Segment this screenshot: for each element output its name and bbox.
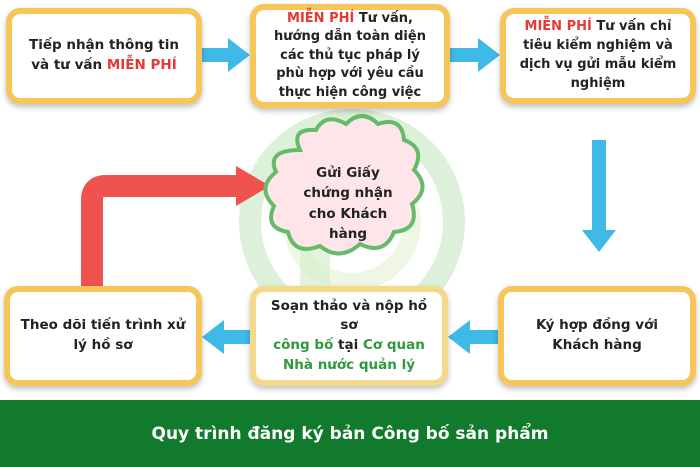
node-submit-highlight-a: công bố — [273, 337, 334, 353]
node-submit-line2-mid: tại — [333, 337, 363, 353]
node-certificate-line3: cho Khách hàng — [308, 205, 388, 242]
node-track-line2: lý hồ sơ — [73, 337, 133, 353]
node-guide-text: Tư vấn, hướng dẫn toàn diện các thủ tục … — [274, 10, 426, 100]
arrows-layer — [81, 38, 616, 354]
footer-banner: Quy trình đăng ký bản Công bố sản phẩm — [0, 400, 700, 467]
node-guide-highlight: MIỄN PHÍ — [287, 10, 355, 26]
node-certificate-cloud-icon — [263, 114, 425, 256]
node-contract-line1: Ký hợp đồng với — [536, 317, 658, 334]
node-receive: Tiếp nhận thông tin và tư vấn MIỄN PHÍ — [6, 8, 202, 104]
arrow-contract-to-submit — [448, 320, 498, 354]
arrow-track-to-certificate — [81, 166, 270, 290]
node-track: Theo dõi tiến trình xử lý hồ sơ — [4, 286, 202, 386]
node-submit-highlight-b: Cơ quan — [362, 337, 425, 353]
arrow-submit-to-track — [202, 320, 250, 354]
node-testing: MIỄN PHÍ Tư vấn chỉ tiêu kiểm nghiệm và … — [500, 8, 696, 104]
node-receive-line2: và tư vấn — [31, 57, 107, 73]
node-testing-highlight: MIỄN PHÍ — [524, 19, 592, 35]
node-contract: Ký hợp đồng với Khách hàng — [498, 286, 696, 386]
node-receive-line1: Tiếp nhận thông tin — [28, 37, 179, 54]
arrow-testing-to-contract — [582, 140, 616, 252]
node-receive-highlight: MIỄN PHÍ — [106, 57, 177, 73]
node-certificate-line2: chứng nhận — [303, 185, 393, 202]
node-submit-line1: Soạn thảo và nộp hồ sơ — [270, 297, 428, 334]
node-certificate: Gửi Giấy chứng nhận cho Khách hàng — [288, 163, 408, 244]
arrow-receive-to-guide — [202, 38, 250, 72]
node-testing-text: Tư vấn chỉ tiêu kiểm nghiệm và dịch vụ g… — [519, 19, 677, 91]
node-submit: Soạn thảo và nộp hồ sơ công bố tại Cơ qu… — [250, 286, 448, 386]
footer-title: Quy trình đăng ký bản Công bố sản phẩm — [151, 423, 549, 444]
node-certificate-line1: Gửi Giấy — [316, 165, 380, 181]
node-guide: MIỄN PHÍ Tư vấn, hướng dẫn toàn diện các… — [250, 4, 450, 108]
process-diagram: Tiếp nhận thông tin và tư vấn MIỄN PHÍ M… — [4, 4, 696, 386]
arrow-guide-to-testing — [450, 38, 500, 72]
node-track-line1: Theo dõi tiến trình xử — [20, 317, 186, 334]
node-contract-line2: Khách hàng — [552, 337, 642, 353]
node-submit-line3: Nhà nước quản lý — [282, 356, 416, 373]
